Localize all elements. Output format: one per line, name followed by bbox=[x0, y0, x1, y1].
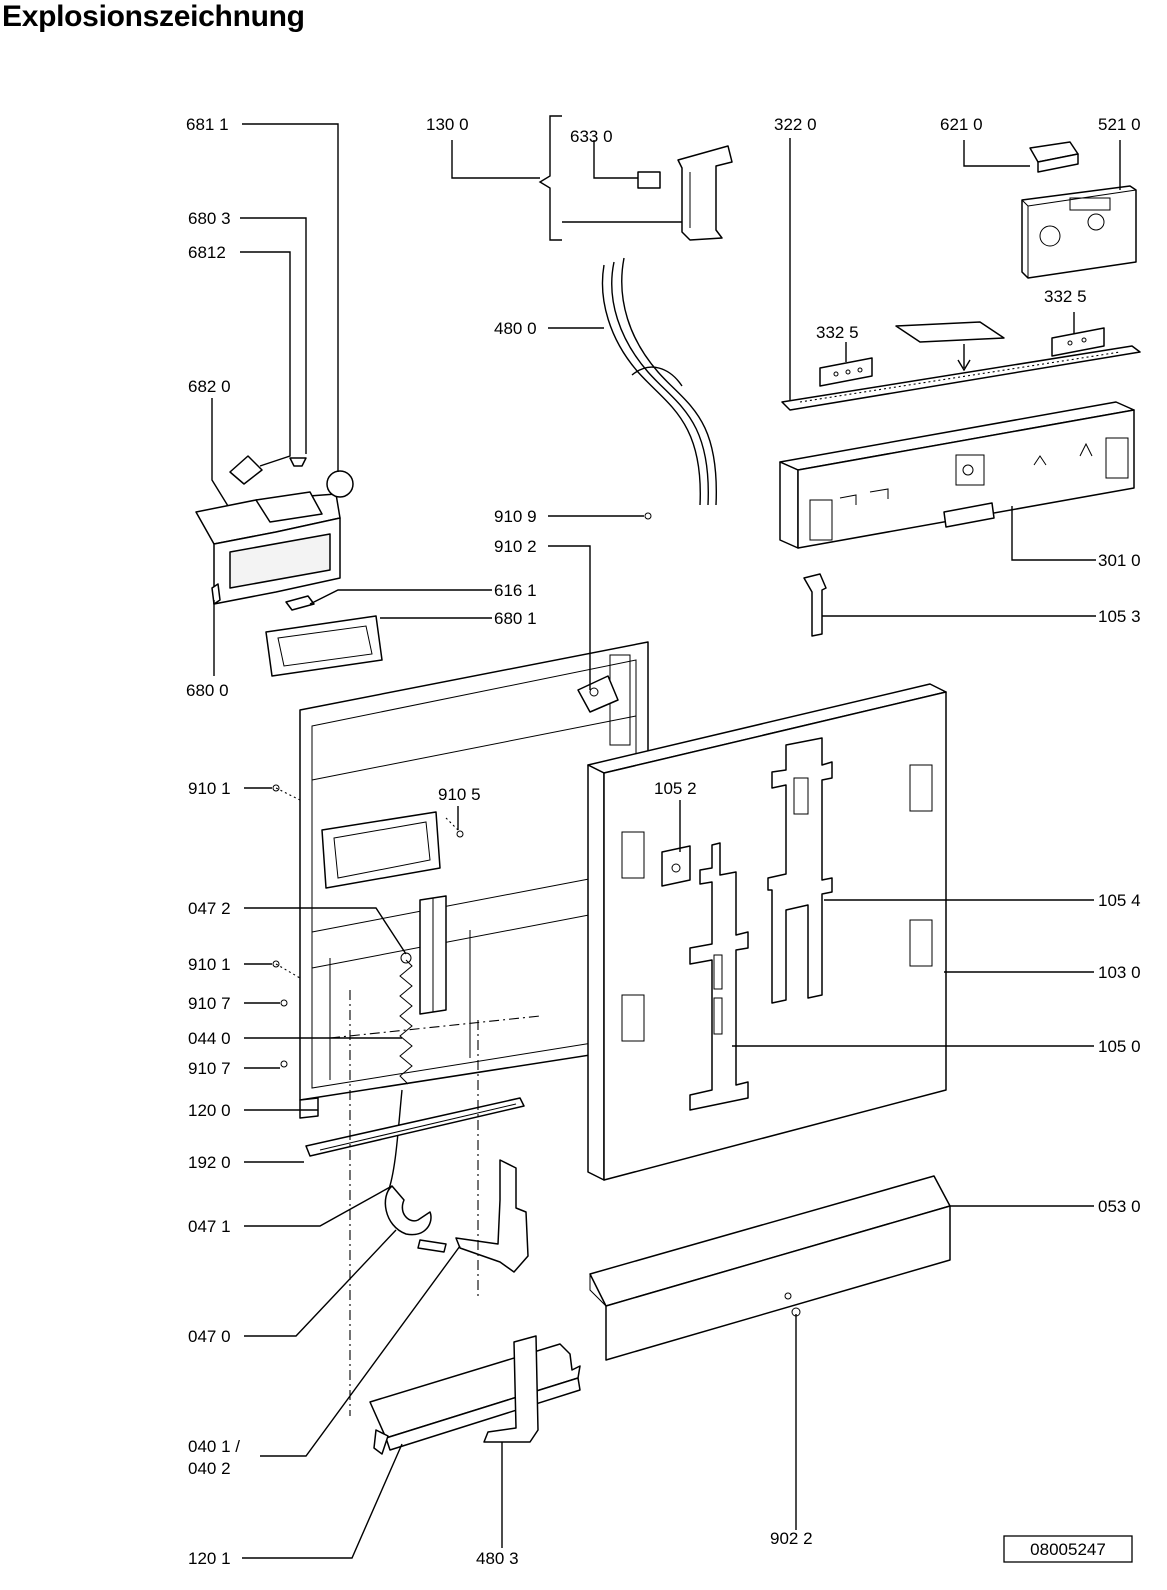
label-9102: 910 2 bbox=[494, 537, 537, 556]
label-1030: 103 0 bbox=[1098, 963, 1141, 982]
label-1054: 105 4 bbox=[1098, 891, 1141, 910]
electronic-module bbox=[1021, 185, 1137, 279]
label-6801: 680 1 bbox=[494, 609, 537, 628]
label-6811: 681 1 bbox=[186, 115, 229, 134]
screw-line-1 bbox=[275, 787, 301, 801]
rail-1050 bbox=[689, 842, 749, 1111]
center-channel bbox=[419, 895, 447, 1015]
door-trim-strip bbox=[305, 1097, 525, 1157]
label-9101a: 910 1 bbox=[188, 779, 231, 798]
label-4800: 480 0 bbox=[494, 319, 537, 338]
clip-1052 bbox=[661, 845, 691, 887]
label-3325b: 332 5 bbox=[1044, 287, 1087, 306]
page-title: Explosionszeichnung bbox=[2, 0, 305, 33]
label-9107a: 910 7 bbox=[188, 994, 231, 1013]
lower-bracket bbox=[369, 1343, 581, 1455]
label-0471: 047 1 bbox=[188, 1217, 231, 1236]
label-6210: 621 0 bbox=[940, 115, 983, 134]
screw-9107a bbox=[280, 999, 288, 1007]
cable-guide-bracket bbox=[483, 1335, 539, 1443]
label-9022: 902 2 bbox=[770, 1529, 813, 1548]
label-sheet bbox=[895, 321, 1005, 372]
dispenser-gasket bbox=[265, 615, 383, 677]
label-4803: 480 3 bbox=[476, 1549, 519, 1568]
screw-9105 bbox=[456, 830, 464, 838]
label-9101b: 910 1 bbox=[188, 955, 231, 974]
dispenser-clip bbox=[285, 595, 315, 611]
label-3325a: 332 5 bbox=[816, 323, 859, 342]
label-6161: 616 1 bbox=[494, 581, 537, 600]
leader-lines bbox=[211, 123, 1121, 1559]
document-number: 08005247 bbox=[1030, 1540, 1106, 1559]
hinge-bracket bbox=[577, 675, 619, 713]
label-1200: 120 0 bbox=[188, 1101, 231, 1120]
document-number-box bbox=[1003, 1535, 1133, 1563]
label-6800: 680 0 bbox=[186, 681, 229, 700]
label-6820: 682 0 bbox=[188, 377, 231, 396]
relay-module bbox=[1029, 141, 1079, 173]
hinge-arm bbox=[455, 1159, 529, 1273]
group-brace-1300 bbox=[538, 115, 562, 241]
label-5210: 521 0 bbox=[1098, 115, 1141, 134]
rail-1054 bbox=[767, 737, 833, 1004]
label-0530: 053 0 bbox=[1098, 1197, 1141, 1216]
kick-plate bbox=[589, 1175, 951, 1361]
pulley-assembly bbox=[384, 1185, 447, 1253]
screw-9101a bbox=[272, 784, 280, 792]
dispenser-screw bbox=[289, 457, 307, 467]
label-1052: 105 2 bbox=[654, 779, 697, 798]
bracket-3325-left bbox=[819, 357, 873, 387]
label-1201: 120 1 bbox=[188, 1549, 231, 1568]
label-3220: 322 0 bbox=[774, 115, 817, 134]
bracket-1053 bbox=[803, 573, 827, 637]
outer-door-panel bbox=[587, 683, 947, 1181]
label-0472: 047 2 bbox=[188, 899, 231, 918]
label-9107b: 910 7 bbox=[188, 1059, 231, 1078]
screw-line-2 bbox=[275, 963, 301, 979]
dispenser-lid bbox=[229, 455, 263, 485]
dispenser-cap bbox=[326, 470, 354, 498]
label-1053: 105 3 bbox=[1098, 607, 1141, 626]
label-6812: 6812 bbox=[188, 243, 226, 262]
label-0440: 044 0 bbox=[188, 1029, 231, 1048]
label-3010: 301 0 bbox=[1098, 551, 1141, 570]
label-1050: 105 0 bbox=[1098, 1037, 1141, 1056]
bracket-3325-right bbox=[1051, 327, 1105, 357]
control-fascia bbox=[779, 401, 1135, 549]
label-6803: 680 3 bbox=[188, 209, 231, 228]
detergent-dispenser bbox=[195, 491, 341, 605]
panel-window bbox=[321, 811, 441, 889]
label-6330: 633 0 bbox=[570, 127, 613, 146]
label-9109: 910 9 bbox=[494, 507, 537, 526]
screw-9101b bbox=[272, 960, 280, 968]
wiring-harness bbox=[601, 257, 717, 520]
label-0401: 040 1 / bbox=[188, 1437, 240, 1456]
label-9105: 910 5 bbox=[438, 785, 481, 804]
label-0470: 047 0 bbox=[188, 1327, 231, 1346]
trim-strip bbox=[781, 345, 1141, 411]
door-lock-assembly bbox=[637, 145, 733, 241]
label-1300: 130 0 bbox=[426, 115, 469, 134]
label-1920: 192 0 bbox=[188, 1153, 231, 1172]
assembly-line-3 bbox=[329, 1015, 541, 1039]
screw-9107b bbox=[280, 1060, 288, 1068]
label-0402: 040 2 bbox=[188, 1459, 231, 1478]
